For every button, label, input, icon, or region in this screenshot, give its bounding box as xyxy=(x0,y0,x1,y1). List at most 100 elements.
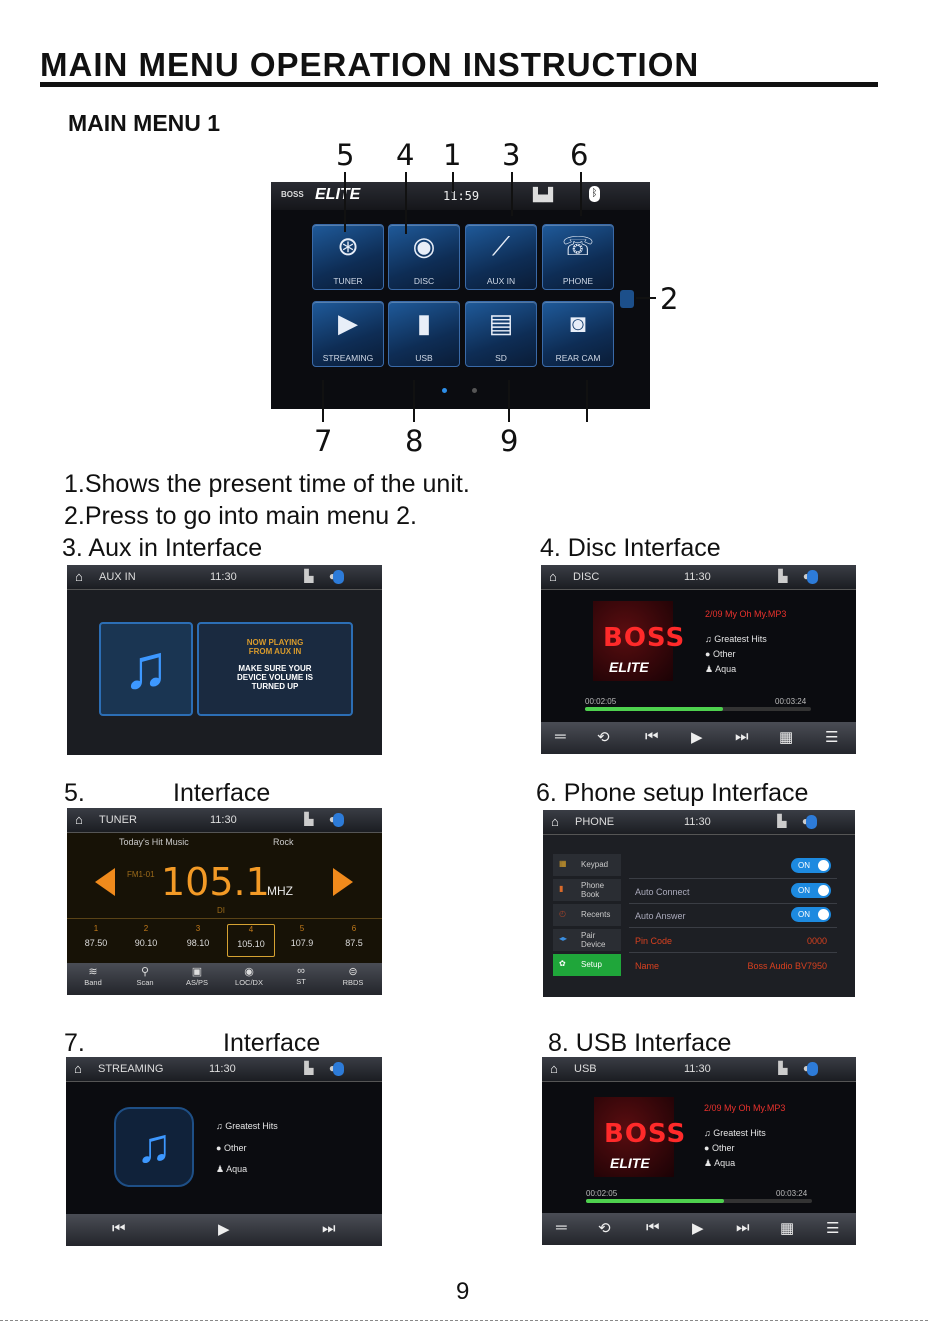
album-name: ♫ Greatest Hits xyxy=(705,634,767,644)
list-icon[interactable]: ☰ xyxy=(825,729,839,746)
progress-fill xyxy=(585,707,723,711)
bluetooth-icon xyxy=(333,1062,344,1076)
home-icon[interactable]: ⌂ xyxy=(551,814,559,829)
next-icon[interactable]: ⏭ xyxy=(736,1219,750,1236)
tile-sd[interactable]: ▤SD xyxy=(465,301,537,367)
tile-usb[interactable]: ▮USB xyxy=(388,301,460,367)
status-icons: ▙ ● xyxy=(778,569,816,583)
callout-9: 9 xyxy=(500,424,519,458)
streaming-screen: ⌂ STREAMING 11:30 ▙ ● ♫ ♫ Greatest Hits … xyxy=(66,1057,382,1246)
tuner-control-bar: ≋Band ⚲Scan ▣AS/PS ◉LOC/DX ∞ST ⊜RBDS xyxy=(67,963,382,995)
home-icon[interactable]: ⌂ xyxy=(74,1061,82,1076)
repeat-icon[interactable]: ⟲ xyxy=(598,1220,611,1237)
rbds-button[interactable]: ⊜RBDS xyxy=(327,965,379,987)
bluetooth-icon[interactable]: ᛒ xyxy=(589,186,600,202)
previous-icon[interactable]: ⏮ xyxy=(112,1220,126,1237)
home-icon[interactable]: ⌂ xyxy=(550,1061,558,1076)
play-icon[interactable]: ▶ xyxy=(218,1221,230,1238)
next-icon[interactable]: ⏭ xyxy=(735,728,749,745)
home-icon[interactable]: ⌂ xyxy=(75,569,83,584)
caption-usb: 8. USB Interface xyxy=(548,1029,732,1057)
status-bar: ⌂ TUNER 11:30 ▙ ● xyxy=(67,808,382,833)
progress-bar[interactable] xyxy=(585,707,811,711)
status-icons: ▙ ● xyxy=(304,569,342,583)
auto-connect-toggle[interactable]: ON xyxy=(791,883,831,898)
keypad-icon: ▦ xyxy=(559,859,567,868)
scan-button[interactable]: ⚲Scan xyxy=(119,965,171,987)
bluetooth-icon xyxy=(333,570,344,584)
menu-phone-book[interactable]: ▮Phone Book xyxy=(553,879,621,901)
menu-icon[interactable]: ═ xyxy=(556,1219,567,1236)
seek-up-arrow[interactable] xyxy=(333,868,353,896)
screen-title: AUX IN xyxy=(99,571,136,583)
locdx-button[interactable]: ◉LOC/DX xyxy=(223,965,275,987)
menu-pair-device[interactable]: ◂▸Pair Device xyxy=(553,929,621,951)
home-icon[interactable]: ⌂ xyxy=(549,569,557,584)
menu-setup[interactable]: ✿Setup xyxy=(553,954,621,976)
bluetooth-icon xyxy=(333,813,344,827)
tile-aux-in[interactable]: ⟋AUX IN xyxy=(465,224,537,290)
keyboard-icon[interactable]: ▦ xyxy=(780,1220,795,1237)
music-note-tile: ♫ xyxy=(99,622,193,716)
artist-name: ● Other xyxy=(216,1143,247,1153)
next-page-arrow[interactable] xyxy=(620,290,634,308)
clock[interactable]: 11:59 xyxy=(443,189,480,203)
previous-icon[interactable]: ⏮ xyxy=(645,728,659,745)
menu-icon[interactable]: ═ xyxy=(555,728,566,745)
total-time: 00:03:24 xyxy=(775,697,807,706)
caption-tuner-word: Interface xyxy=(173,779,271,807)
album-name: ♫ Greatest Hits xyxy=(216,1121,278,1131)
page-number: 9 xyxy=(456,1278,470,1305)
brand-logo: BOSS xyxy=(281,190,304,199)
tile-tuner[interactable]: ⊛TUNER xyxy=(312,224,384,290)
clock: 11:30 xyxy=(684,1063,711,1075)
tile-rear-cam[interactable]: ◙REAR CAM xyxy=(542,301,614,367)
clock: 11:30 xyxy=(210,814,237,826)
next-icon[interactable]: ⏭ xyxy=(322,1220,336,1237)
play-icon[interactable]: ▶ xyxy=(692,1220,704,1237)
page-title: MAIN MENU OPERATION INSTRUCTION xyxy=(40,46,700,83)
bottom-rule xyxy=(0,1320,928,1322)
equalizer-icon[interactable]: ▙▟ xyxy=(533,187,553,202)
screen-title: DISC xyxy=(573,571,600,583)
repeat-icon[interactable]: ⟲ xyxy=(597,729,610,746)
phone-icon: ☏ xyxy=(561,231,595,261)
title-rule xyxy=(40,82,878,87)
keyboard-icon[interactable]: ▦ xyxy=(779,729,794,746)
genre-name: ♟ Aqua xyxy=(216,1164,248,1174)
tile-disc[interactable]: ◉DISC xyxy=(388,224,460,290)
caption-tuner-number: 5. xyxy=(64,779,85,807)
list-icon[interactable]: ☰ xyxy=(826,1220,840,1237)
screen-title: PHONE xyxy=(575,816,615,828)
seek-down-arrow[interactable] xyxy=(95,868,115,896)
page-dot-active[interactable] xyxy=(442,388,447,393)
play-icon[interactable]: ▶ xyxy=(691,729,703,746)
progress-bar[interactable] xyxy=(586,1199,812,1203)
caption-aux: 3. Aux in Interface xyxy=(62,534,263,562)
tile-streaming[interactable]: ▶STREAMING xyxy=(312,301,384,367)
home-icon[interactable]: ⌂ xyxy=(75,812,83,827)
stereo-button[interactable]: ∞ST xyxy=(275,965,327,986)
menu-keypad[interactable]: ▦Keypad xyxy=(553,854,621,876)
elapsed-time: 00:02:05 xyxy=(586,1189,618,1198)
album-art: BOSS ELITE xyxy=(593,601,684,681)
auto-answer-toggle[interactable]: ON xyxy=(791,907,831,922)
page-dot[interactable] xyxy=(472,388,477,393)
menu-recents[interactable]: ◴Recents xyxy=(553,904,621,926)
asps-button[interactable]: ▣AS/PS xyxy=(171,965,223,987)
tile-phone[interactable]: ☏PHONE xyxy=(542,224,614,290)
band-button[interactable]: ≋Band xyxy=(67,965,119,987)
elapsed-time: 00:02:05 xyxy=(585,697,617,706)
previous-icon[interactable]: ⏮ xyxy=(646,1219,660,1236)
brand-logo-elite: ELITE xyxy=(315,186,361,203)
toggle-on[interactable]: ON xyxy=(791,858,831,873)
